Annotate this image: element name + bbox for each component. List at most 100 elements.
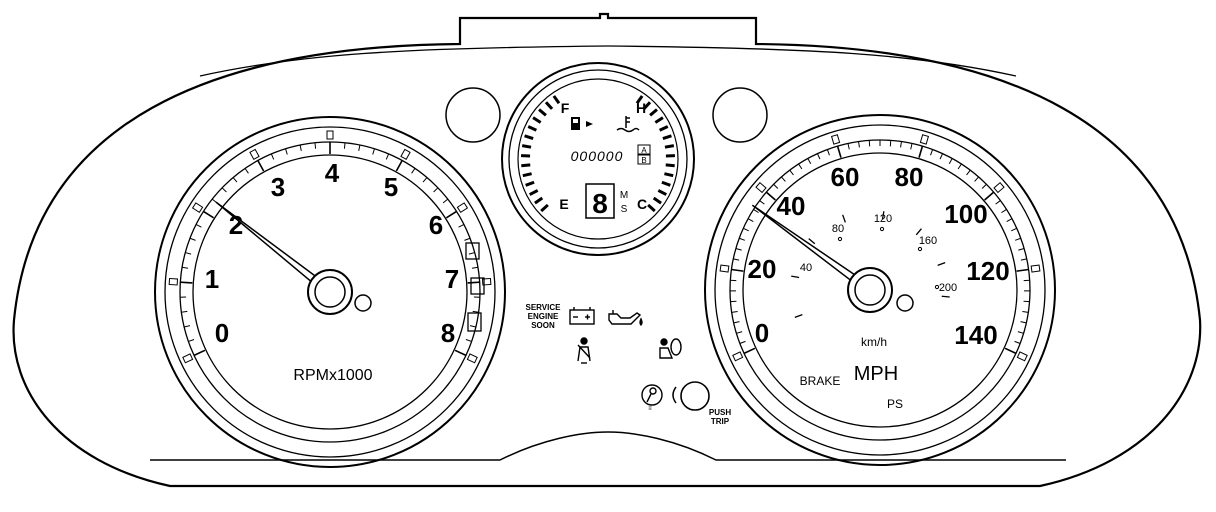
temp-hot-label: H	[636, 100, 646, 116]
temperature-segments	[635, 95, 675, 213]
kmh-tick	[881, 211, 885, 220]
kmh-tick	[937, 262, 946, 266]
tach-tick	[472, 310, 479, 313]
speedo-tick	[1014, 237, 1021, 241]
speedo-tick	[1017, 331, 1024, 334]
temperature-segment	[647, 203, 656, 213]
temperature-segment	[635, 95, 644, 105]
fuel-segment	[538, 108, 547, 117]
speedo-major-mark	[919, 134, 930, 145]
speedo-tick	[753, 208, 759, 214]
mode-m-label: M	[620, 190, 628, 201]
trip-a-label: A	[641, 146, 647, 155]
tach-label-3: 3	[271, 172, 285, 202]
push-trip-label-line2: TRIP	[711, 417, 730, 426]
tach-label-0: 0	[215, 318, 229, 348]
tach-tick	[372, 148, 375, 155]
fuel-empty-label: E	[559, 196, 568, 212]
trip-ab-indicator: A B	[637, 144, 651, 165]
temperature-segment	[664, 144, 675, 149]
mph-label-140: 140	[954, 320, 997, 350]
speedo-major-mark	[755, 182, 767, 194]
fuel-pump-icon	[571, 117, 593, 130]
push-trip-button[interactable]	[680, 381, 710, 411]
service-engine-soon-line1: SERVICE	[526, 303, 562, 312]
tach-major-mark	[466, 353, 478, 364]
redline-blocks	[465, 242, 485, 332]
tach-major-mark	[400, 148, 411, 160]
center-fuel-temp-gauge: F E H C 000000 A B 8 M S	[501, 62, 695, 256]
tach-tick	[468, 252, 475, 255]
speedo-major-mark	[1030, 264, 1041, 273]
gear-digit: 8	[592, 188, 608, 219]
tach-tick	[465, 339, 472, 342]
tach-tick	[189, 237, 196, 241]
speedo-tick	[1020, 258, 1027, 261]
blank-indicator-right	[712, 87, 768, 143]
tach-tick	[203, 210, 215, 219]
speedo-tick	[759, 200, 765, 205]
fuel-segment	[522, 172, 532, 178]
speedo-tick	[731, 310, 738, 313]
tach-tick	[193, 349, 206, 357]
tach-major-mark	[182, 353, 194, 364]
speedo-tick	[957, 163, 962, 170]
tach-tick	[257, 160, 265, 172]
tach-major-mark	[481, 277, 492, 286]
tach-tick	[358, 144, 361, 151]
tach-tick	[314, 142, 317, 149]
fuel-full-label: F	[561, 100, 570, 116]
tach-tick	[285, 148, 288, 155]
tach-tick	[188, 339, 195, 342]
fuel-segment	[529, 189, 539, 196]
oil-can-icon	[608, 310, 643, 326]
speedo-major-mark	[1016, 351, 1028, 362]
tach-tick	[433, 187, 439, 193]
tach-tick	[221, 187, 227, 193]
tach-major-mark	[249, 148, 260, 160]
tach-tick	[464, 237, 471, 241]
speedo-tick	[765, 191, 776, 201]
speedometer: 0 20 40 60 80 100 120 140 40 80 120 160 …	[704, 114, 1056, 466]
tach-label-7: 7	[445, 264, 459, 294]
coolant-temperature-icon	[616, 116, 640, 133]
temperature-segment	[654, 116, 664, 124]
speedo-tick	[743, 227, 749, 232]
speedo-tick	[735, 247, 742, 251]
kmh-tick	[915, 228, 922, 236]
fuel-segment	[552, 95, 561, 105]
tachometer-tick-marks	[168, 130, 492, 364]
kmh-dots	[837, 226, 940, 290]
mph-label-60: 60	[831, 162, 860, 192]
temperature-segment	[642, 101, 652, 110]
fuel-segment	[521, 163, 531, 168]
mph-label-120: 120	[966, 256, 1009, 286]
mph-label-20: 20	[748, 254, 777, 284]
speedo-tick	[1022, 310, 1029, 313]
speedo-tick	[966, 169, 971, 176]
speedo-tick	[781, 176, 786, 182]
kmh-tick	[808, 238, 816, 245]
fuel-segment	[544, 101, 554, 110]
speedo-major-mark	[732, 351, 744, 362]
fuel-segment	[540, 203, 549, 213]
service-engine-soon-line2: ENGINE	[528, 312, 559, 321]
battery-icon	[569, 307, 595, 325]
speedo-tick	[981, 183, 987, 189]
kmh-tick	[791, 275, 800, 279]
kmh-tick-marks	[791, 211, 950, 318]
tach-major-mark	[168, 277, 179, 286]
tach-tick	[184, 325, 191, 328]
speedo-tick	[736, 331, 743, 334]
tach-tick	[445, 210, 457, 219]
fuel-segment	[524, 134, 534, 140]
temperature-segment	[661, 180, 671, 187]
temperature-segment	[658, 125, 669, 132]
tach-major-mark	[326, 130, 334, 140]
fuel-segment	[527, 125, 538, 132]
cluster-housing	[12, 12, 1202, 488]
speedo-tick	[948, 158, 953, 164]
airbag-icon	[659, 338, 682, 359]
tach-tick	[467, 281, 480, 284]
